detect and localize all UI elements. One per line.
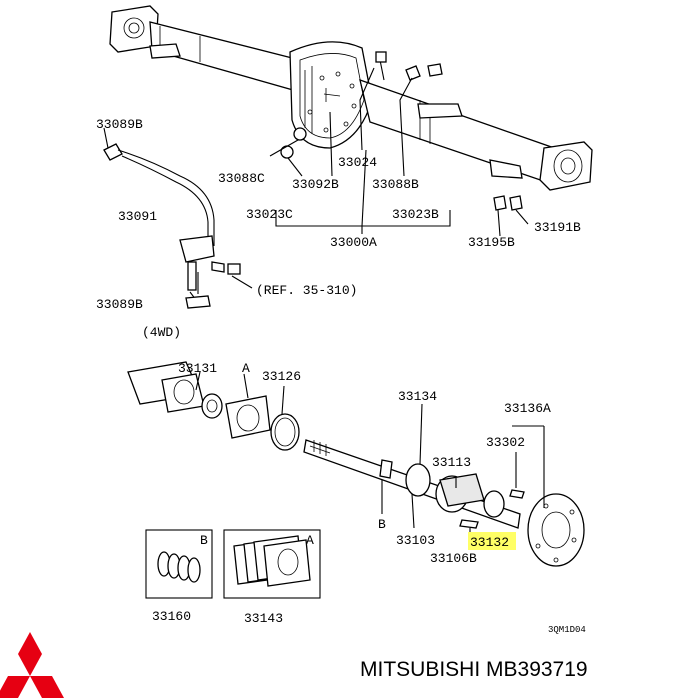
label-33089b-top: 33089B bbox=[96, 117, 143, 132]
highlight-box bbox=[468, 532, 516, 550]
label-mark-b-mid: B bbox=[378, 517, 386, 532]
label-33106b: 33106B bbox=[430, 551, 477, 566]
label-33091: 33091 bbox=[118, 209, 157, 224]
brand-part-number: MITSUBISHI MB393719 bbox=[360, 658, 588, 681]
mitsubishi-logo-icon bbox=[0, 632, 64, 698]
label-33103: 33103 bbox=[396, 533, 435, 548]
label-33132: 33132 bbox=[470, 535, 509, 550]
label-33143: 33143 bbox=[244, 611, 283, 626]
label-33302: 33302 bbox=[486, 435, 525, 450]
part-labels: 33089B 33091 33089B (4WD) (REF. 35-310) … bbox=[96, 117, 586, 635]
label-33088c: 33088C bbox=[218, 171, 265, 186]
kit-boxes-drawing bbox=[145, 529, 321, 599]
label-33023c: 33023C bbox=[246, 207, 293, 222]
label-33024: 33024 bbox=[338, 155, 377, 170]
label-33113: 33113 bbox=[432, 455, 471, 470]
label-33089b-bottom: 33089B bbox=[96, 297, 143, 312]
label-drawing-code: 3QM1D04 bbox=[548, 625, 586, 635]
label-33126: 33126 bbox=[262, 369, 301, 384]
label-mark-a-top: A bbox=[242, 361, 250, 376]
label-33160: 33160 bbox=[152, 609, 191, 624]
leader-lines-top bbox=[269, 67, 529, 237]
vent-pipe-drawing bbox=[103, 127, 253, 309]
label-33134: 33134 bbox=[398, 389, 437, 404]
label-33088b: 33088B bbox=[372, 177, 419, 192]
label-mark-a-box: A bbox=[306, 533, 314, 548]
axle-shaft-drawing bbox=[127, 361, 585, 567]
label-33023b: 33023B bbox=[392, 207, 439, 222]
axle-housing-drawing bbox=[109, 5, 593, 211]
label-33195b: 33195B bbox=[468, 235, 515, 250]
label-33000a: 33000A bbox=[330, 235, 377, 250]
label-33092b: 33092B bbox=[292, 177, 339, 192]
label-33131: 33131 bbox=[178, 361, 217, 376]
label-mark-b-box: B bbox=[200, 533, 208, 548]
leader-lines-lower bbox=[195, 371, 545, 540]
label-33136a: 33136A bbox=[504, 401, 551, 416]
label-33191b: 33191B bbox=[534, 220, 581, 235]
label-ref: (REF. 35-310) bbox=[256, 283, 357, 298]
label-4wd: (4WD) bbox=[142, 325, 181, 340]
